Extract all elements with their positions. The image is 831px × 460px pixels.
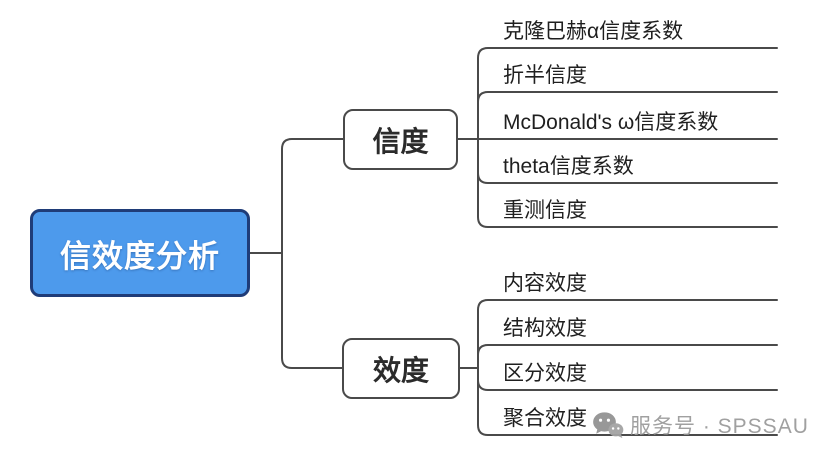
connector-main-spine [281, 138, 344, 369]
watermark: 服务号 · SPSSAU [592, 410, 809, 440]
root-node-label: 信效度分析 [60, 238, 220, 274]
leaf-node-mcdonalds-omega: McDonald's ω信度系数 [503, 111, 719, 134]
leaf-node-discriminant-validity: 区分效度 [503, 362, 587, 385]
branch-node-validity: 效度 [342, 338, 460, 399]
leaf-node-content-validity: 内容效度 [503, 272, 587, 295]
leaf-node-test-retest: 重测信度 [503, 199, 587, 222]
connector-reliability-leaf2 [477, 91, 778, 140]
connector-validity-leaf1 [477, 299, 778, 369]
leaf-node-construct-validity: 结构效度 [503, 317, 587, 340]
branch-validity-label: 效度 [372, 354, 429, 386]
leaf-node-theta: theta信度系数 [503, 155, 634, 178]
connector-validity-leaf2 [477, 344, 778, 369]
connector-reliability-leaf1 [477, 47, 778, 140]
branch-node-reliability: 信度 [343, 109, 458, 170]
root-node: 信效度分析 [30, 209, 250, 297]
leaf-node-convergent-validity: 聚合效度 [503, 407, 587, 430]
leaf-node-split-half: 折半信度 [503, 64, 587, 87]
connector-reliability-leaf5 [477, 138, 778, 228]
leaf-node-cronbach-alpha: 克隆巴赫α信度系数 [503, 20, 684, 43]
branch-reliability-label: 信度 [372, 125, 429, 157]
watermark-text: 服务号 · SPSSAU [630, 415, 809, 438]
connector-validity-leaf4 [477, 367, 778, 436]
wechat-icon [592, 411, 624, 439]
